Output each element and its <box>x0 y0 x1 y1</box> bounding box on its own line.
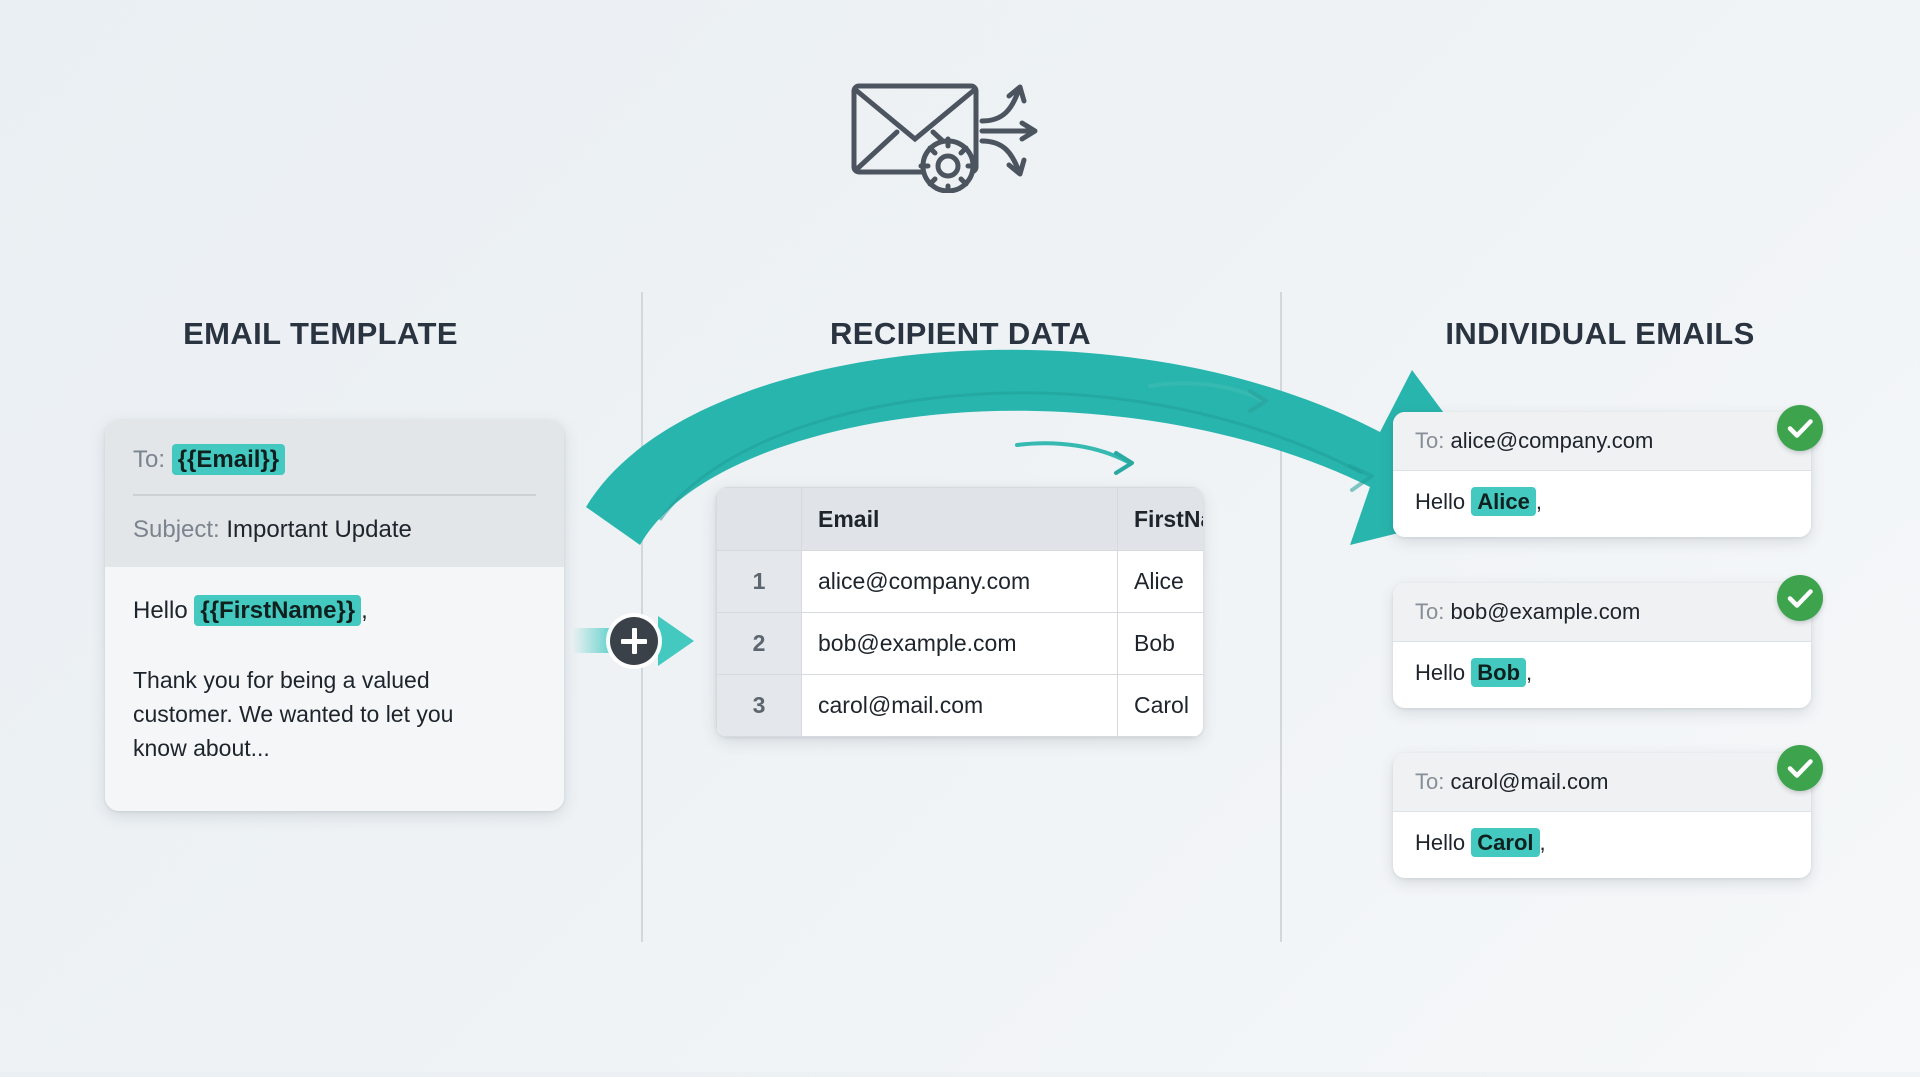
individual-email-name: Carol <box>1471 828 1540 857</box>
individual-email-greeting-prefix: Hello <box>1415 660 1466 685</box>
individual-email-greeting-suffix: , <box>1526 660 1533 685</box>
column-title-email-template: EMAIL TEMPLATE <box>183 316 458 351</box>
table-row[interactable]: 2 bob@example.com Bob <box>716 612 1203 675</box>
individual-email-body: Hello Carol, <box>1393 812 1811 878</box>
template-subject-label: Subject: <box>133 516 220 544</box>
individual-email-card[interactable]: To: carol@mail.com Hello Carol, <box>1393 753 1811 878</box>
individual-email-to-label: To: <box>1415 599 1445 624</box>
individual-email-header: To: bob@example.com <box>1393 583 1811 642</box>
individual-email-to-value: carol@mail.com <box>1450 769 1609 794</box>
merge-arrow-head <box>650 614 694 668</box>
table-header-row: Email FirstName <box>716 487 1203 551</box>
table-cell-index: 2 <box>716 612 802 675</box>
individual-email-card[interactable]: To: alice@company.com Hello Alice, <box>1393 412 1811 537</box>
sent-check-icon <box>1777 575 1823 621</box>
individual-email-header: To: carol@mail.com <box>1393 753 1811 812</box>
template-to-row: To: {{Email}} <box>133 444 536 476</box>
template-email-token: {{Email}} <box>171 444 286 475</box>
merge-connector[interactable] <box>572 604 710 678</box>
template-greeting-line: Hello {{FirstName}}, <box>133 594 536 626</box>
sent-check-icon <box>1777 745 1823 791</box>
individual-email-name: Bob <box>1471 658 1527 687</box>
individual-email-greeting-suffix: , <box>1535 489 1542 514</box>
table-row[interactable]: 3 carol@mail.com Carol <box>716 674 1203 737</box>
table-row[interactable]: 1 alice@company.com Alice <box>716 550 1203 613</box>
template-greeting-prefix: Hello <box>133 596 188 624</box>
template-to-label: To: <box>133 446 166 473</box>
table-cell-firstname[interactable]: Bob <box>1117 612 1203 675</box>
individual-email-to-value: alice@company.com <box>1450 428 1654 453</box>
table-cell-email[interactable]: carol@mail.com <box>801 674 1118 737</box>
column-title-recipient-data: RECIPIENT DATA <box>829 316 1092 351</box>
template-firstname-token: {{FirstName}} <box>194 594 362 626</box>
individual-email-to-label: To: <box>1415 769 1445 794</box>
individual-email-card[interactable]: To: bob@example.com Hello Bob, <box>1393 583 1811 708</box>
template-subject-row: Subject: Important Update <box>133 514 536 546</box>
table-cell-email[interactable]: alice@company.com <box>801 550 1118 613</box>
individual-email-greeting-prefix: Hello <box>1415 830 1466 855</box>
individual-email-header: To: alice@company.com <box>1393 412 1811 471</box>
individual-email-body: Hello Bob, <box>1393 642 1811 708</box>
table-cell-firstname[interactable]: Alice <box>1117 550 1203 613</box>
individual-email-to-value: bob@example.com <box>1450 599 1641 624</box>
table-header-index <box>716 487 802 551</box>
envelope-gear-distribute-icon <box>846 68 1056 196</box>
individual-email-name: Alice <box>1471 487 1536 516</box>
column-divider-left <box>641 292 643 942</box>
sent-check-icon <box>1777 405 1823 451</box>
template-greeting-suffix: , <box>361 596 368 624</box>
column-title-individual-emails: INDIVIDUAL EMAILS <box>1445 316 1755 351</box>
table-cell-email[interactable]: bob@example.com <box>801 612 1118 675</box>
individual-email-greeting-suffix: , <box>1539 830 1546 855</box>
template-divider <box>133 494 536 497</box>
template-body-text: Thank you for being a valued customer. W… <box>133 666 454 761</box>
email-template-body: Hello {{FirstName}}, Thank you for being… <box>105 566 564 811</box>
email-template-card[interactable]: To: {{Email}} Subject: Important Update … <box>105 420 564 811</box>
table-header-email: Email <box>801 487 1118 551</box>
email-template-header: To: {{Email}} Subject: Important Update <box>105 420 564 567</box>
recipient-data-table[interactable]: Email FirstName 1 alice@company.com Alic… <box>716 487 1203 737</box>
individual-email-body: Hello Alice, <box>1393 471 1811 537</box>
plus-merge-icon[interactable] <box>610 617 658 665</box>
template-subject-value: Important Update <box>226 516 412 544</box>
table-cell-firstname[interactable]: Carol <box>1117 674 1203 737</box>
table-cell-index: 3 <box>716 674 802 737</box>
individual-email-to-label: To: <box>1415 428 1445 453</box>
table-cell-index: 1 <box>716 550 802 613</box>
column-divider-right <box>1280 292 1282 942</box>
individual-email-greeting-prefix: Hello <box>1415 489 1466 514</box>
table-header-firstname: FirstName <box>1117 487 1203 551</box>
